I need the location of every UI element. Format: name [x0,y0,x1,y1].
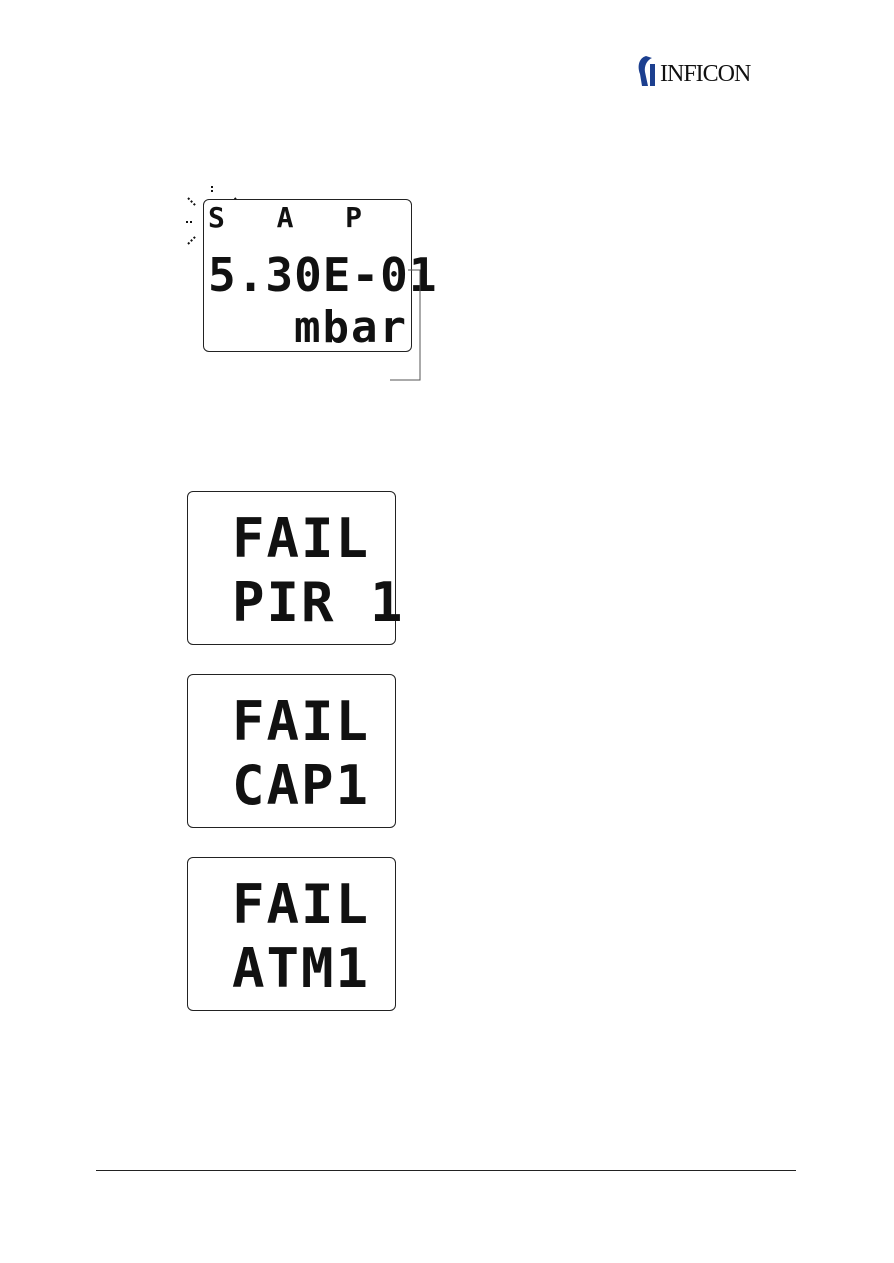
fail-label: FAIL [232,878,370,932]
fail-display-pir: FAIL PIR 1 [187,491,396,645]
footer-divider [96,1170,796,1171]
main-lcd-display: S A P 5.30E-01 mbar [203,199,412,352]
fail-label: FAIL [232,695,370,749]
sensor-label: ATM1 [232,942,370,996]
inficon-logo-icon [636,54,658,88]
fail-display-cap: FAIL CAP1 [187,674,396,828]
fail-display-atm: FAIL ATM1 [187,857,396,1011]
fail-label: FAIL [232,512,370,566]
callout-bracket [390,268,424,382]
logo-wordmark: INFICON [660,62,750,86]
status-row: S A P [208,204,368,232]
inficon-logo: INFICON [636,54,796,94]
sensor-label: PIR 1 [232,576,405,630]
sensor-label: CAP1 [232,759,370,813]
